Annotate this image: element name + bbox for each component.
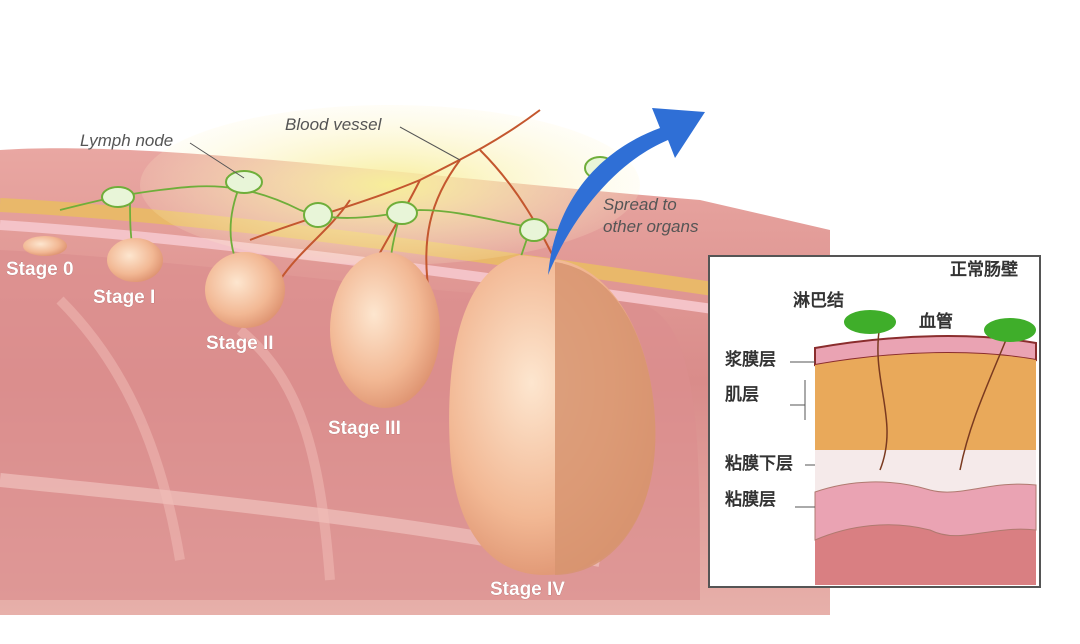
inset-label-mucosa: 粘膜层: [725, 489, 776, 510]
colon-fold: [236, 326, 335, 581]
inset-label-muscle: 肌层: [725, 385, 759, 405]
tumor-stage-3: [330, 252, 440, 408]
tumor-stage-0: [23, 236, 67, 256]
inset-label-submucosa: 粘膜下层: [725, 453, 793, 474]
lymph-node-metastatic: [386, 201, 418, 225]
label-stage-4: Stage IV: [490, 579, 565, 600]
tumor-stage-4-cut: [555, 262, 656, 575]
inset-label-serosa: 浆膜层: [725, 349, 776, 370]
leader-line: [399, 126, 461, 161]
label-spread-1: Spread to: [603, 195, 677, 214]
label-stage-1: Stage I: [93, 287, 155, 308]
inset-lymph-node: [984, 318, 1036, 342]
inset-label-blood-vessel: 血管: [919, 311, 953, 332]
colon-fold: [56, 296, 185, 561]
lymph-node: [225, 170, 263, 194]
inset-normal-colon-wall: 正常肠壁 淋巴结 血管 浆膜层 肌层 粘膜下层 粘膜层: [708, 255, 1041, 588]
lymph-node-metastatic: [519, 218, 549, 242]
fat-tissue: [140, 105, 640, 265]
inset-lymph-node: [844, 310, 896, 334]
lymph-node: [303, 202, 333, 228]
inset-title: 正常肠壁: [950, 259, 1018, 280]
label-stage-3: Stage III: [328, 418, 401, 439]
inset-label-lymph-node: 淋巴结: [793, 290, 844, 311]
lymph-node: [101, 186, 135, 208]
spread-arrow-icon: [548, 108, 705, 275]
label-blood-vessel: Blood vessel: [285, 115, 383, 134]
tumor-stage-1: [107, 238, 163, 282]
inset-mucosa: [814, 481, 1037, 541]
tumor-stage-2: [205, 252, 285, 328]
inset-muscle: [815, 353, 1036, 450]
label-spread-2: other organs: [603, 217, 699, 236]
label-lymph-node: Lymph node: [80, 131, 173, 150]
label-stage-0: Stage 0: [6, 259, 74, 280]
label-stage-2: Stage II: [206, 333, 274, 354]
leader-line: [189, 142, 245, 179]
